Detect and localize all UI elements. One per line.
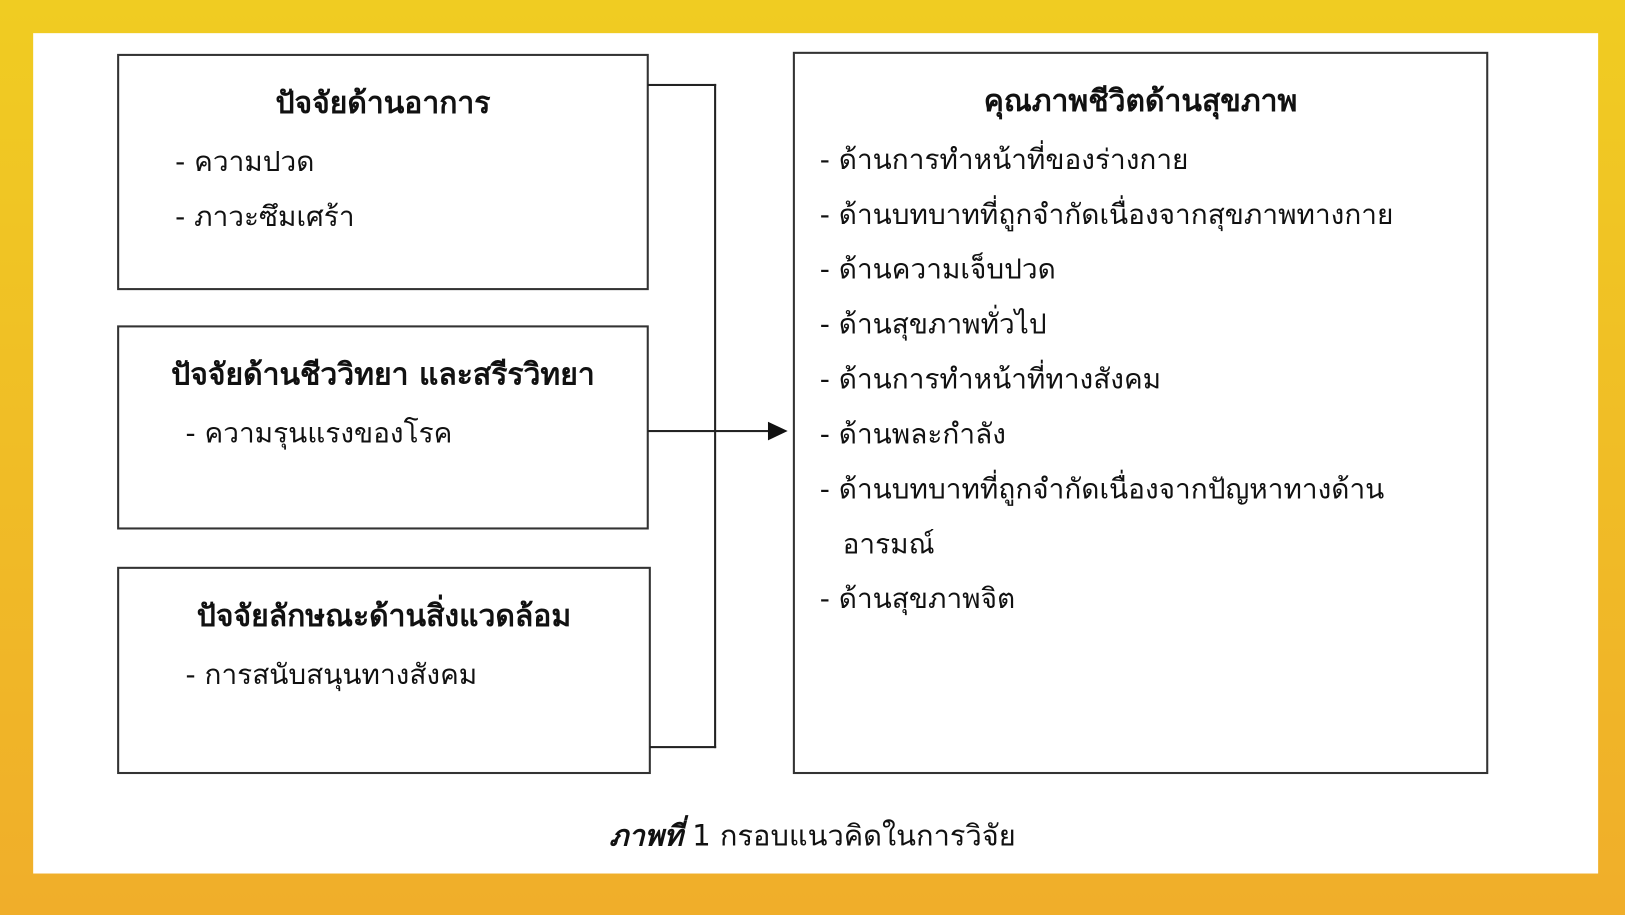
- list-item: - ด้านการทำหน้าที่ของร่างกาย: [819, 144, 1189, 177]
- list-item-continuation: อารมณ์: [842, 528, 935, 561]
- factor-box-symptoms: ปัจจัยด้านอาการ - ความปวด - ภาวะซึมเศร้า: [117, 53, 649, 291]
- list-item: - ด้านความเจ็บปวด: [819, 253, 1056, 286]
- caption-text: 1 กรอบแนวคิดในการวิจัย: [682, 818, 1016, 853]
- list-item: - ความปวด: [175, 146, 315, 179]
- list-item: - การสนับสนุนทางสังคม: [185, 659, 478, 692]
- connector-line: [714, 83, 717, 749]
- factor-box-biology: ปัจจัยด้านชีววิทยา และสรีรวิทยา - ความรุ…: [117, 325, 649, 530]
- list-item: - ความรุนแรงของโรค: [185, 417, 453, 450]
- outcome-box: คุณภาพชีวิตด้านสุขภาพ - ด้านการทำหน้าที่…: [792, 51, 1489, 775]
- list-item: - ด้านสุขภาพทั่วไป: [819, 308, 1047, 341]
- list-item: - ด้านสุขภาพจิต: [819, 583, 1016, 616]
- list-item: - ด้านพละกำลัง: [819, 418, 1006, 451]
- box-title: ปัจจัยด้านชีววิทยา และสรีรวิทยา: [171, 356, 595, 392]
- figure-caption: ภาพที่ 1 กรอบแนวคิดในการวิจัย: [0, 813, 1625, 859]
- caption-label: ภาพที่: [609, 818, 683, 853]
- arrow-line: [647, 430, 773, 433]
- factor-box-environment: ปัจจัยลักษณะด้านสิ่งแวดล้อม - การสนับสนุ…: [117, 566, 651, 775]
- list-item: - ด้านบทบาทที่ถูกจำกัดเนื่องจากสุขภาพทาง…: [819, 198, 1394, 232]
- connector-line: [649, 746, 717, 749]
- list-item: - ภาวะซึมเศร้า: [175, 201, 355, 234]
- connector-line: [647, 83, 717, 87]
- box-title: คุณภาพชีวิตด้านสุขภาพ: [983, 82, 1298, 119]
- list-item: - ด้านบทบาทที่ถูกจำกัดเนื่องจากปัญหาทางด…: [819, 473, 1385, 506]
- list-item: - ด้านการทำหน้าที่ทางสังคม: [819, 363, 1162, 396]
- box-title: ปัจจัยลักษณะด้านสิ่งแวดล้อม: [196, 597, 572, 634]
- arrow-head-icon: [767, 421, 788, 441]
- box-title: ปัจจัยด้านอาการ: [275, 84, 491, 121]
